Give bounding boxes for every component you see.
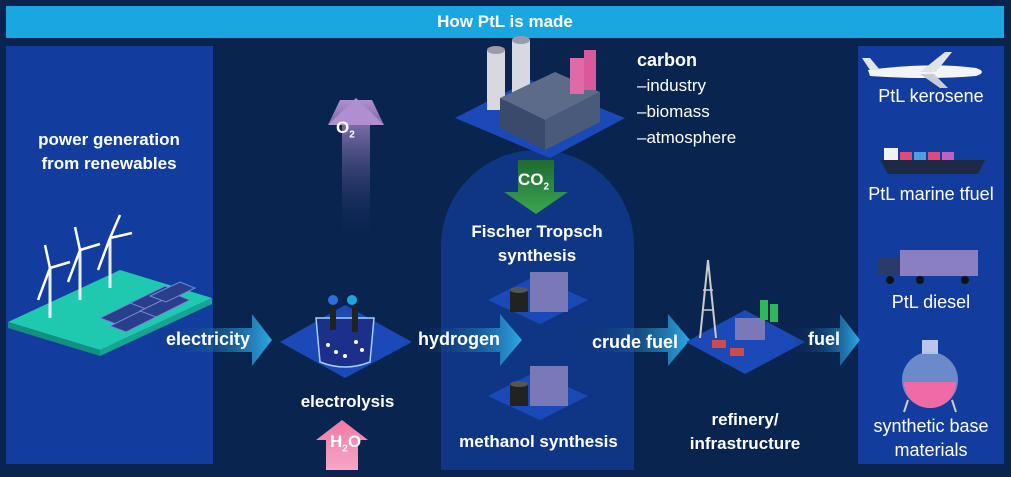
o2-subscript: 2 bbox=[349, 129, 355, 141]
factory-icon bbox=[455, 36, 625, 158]
wind-solar-icon bbox=[8, 214, 212, 356]
diagram-title: How PtL is made bbox=[437, 12, 573, 31]
power-generation-line2: from renewables bbox=[41, 154, 177, 173]
carbon-block: carbon –industry –biomass –atmosphere bbox=[637, 50, 736, 151]
crude-fuel-label: crude fuel bbox=[592, 332, 679, 352]
refinery-label: refinery/ infrastructure bbox=[672, 408, 818, 456]
h2o-label: H2O bbox=[330, 432, 361, 454]
fischer-tropsch-icon bbox=[488, 272, 588, 324]
o2-label: O2 bbox=[336, 118, 355, 140]
refinery-line2: infrastructure bbox=[689, 434, 801, 453]
title-bar: How PtL is made bbox=[6, 6, 1004, 38]
ship-icon bbox=[880, 148, 985, 174]
product-kerosene-label: PtL kerosene bbox=[858, 86, 1004, 107]
electricity-arrow bbox=[150, 314, 272, 366]
fischer-tropsch-line1: Fischer Tropsch bbox=[471, 222, 603, 241]
hydrogen-label: hydrogen bbox=[418, 329, 501, 349]
h2o-h-text: H bbox=[330, 432, 343, 451]
hydrogen-arrow bbox=[408, 314, 522, 366]
product-kerosene-line1: PtL kerosene bbox=[878, 86, 984, 106]
electrolysis-icon bbox=[280, 295, 412, 378]
flask-icon bbox=[902, 340, 958, 413]
product-synthetic-line1: synthetic base bbox=[873, 416, 989, 436]
h2o-subscript: 2 bbox=[342, 443, 348, 455]
co2-arrow bbox=[504, 160, 568, 214]
carbon-source-industry: –industry bbox=[637, 76, 706, 95]
electricity-label: electricity bbox=[166, 329, 251, 349]
product-marine-label: PtL marine tfuel bbox=[858, 184, 1004, 205]
co2-subscript: 2 bbox=[543, 181, 550, 193]
electrolysis-label: electrolysis bbox=[300, 392, 395, 411]
refinery-icon bbox=[686, 259, 805, 374]
fischer-tropsch-label: Fischer Tropsch synthesis bbox=[452, 220, 622, 268]
carbon-title: carbon bbox=[637, 50, 698, 70]
power-generation-line1: power generation bbox=[38, 130, 180, 149]
methanol-synthesis-icon bbox=[488, 366, 588, 420]
carbon-source-atmosphere: –atmosphere bbox=[637, 128, 737, 147]
carbon-sources: –industry –biomass –atmosphere bbox=[637, 73, 736, 151]
airplane-icon bbox=[862, 52, 982, 88]
product-synthetic-line2: materials bbox=[894, 440, 968, 460]
o2-arrow bbox=[328, 98, 384, 240]
crude-fuel-arrow bbox=[572, 314, 690, 366]
product-synthetic-label: synthetic base materials bbox=[858, 414, 1004, 462]
h2o-o-text: O bbox=[347, 432, 362, 451]
fischer-tropsch-line2: synthesis bbox=[497, 246, 577, 265]
fuel-label: fuel bbox=[808, 329, 841, 349]
refinery-line1: refinery/ bbox=[711, 410, 779, 429]
fuel-arrow bbox=[790, 314, 860, 366]
product-diesel-line1: PtL diesel bbox=[891, 292, 971, 312]
co2-text: CO bbox=[518, 170, 544, 189]
h2o-arrow bbox=[316, 420, 368, 470]
o2-text: O bbox=[336, 118, 350, 137]
methanol-synthesis-label: methanol synthesis bbox=[459, 432, 618, 451]
co2-label: CO2 bbox=[518, 170, 549, 192]
truck-icon bbox=[878, 250, 978, 284]
product-diesel-label: PtL diesel bbox=[858, 292, 1004, 313]
product-marine-line1: PtL marine tfuel bbox=[868, 184, 994, 204]
carbon-source-biomass: –biomass bbox=[637, 102, 710, 121]
power-generation-label: power generation from renewables bbox=[18, 128, 200, 176]
